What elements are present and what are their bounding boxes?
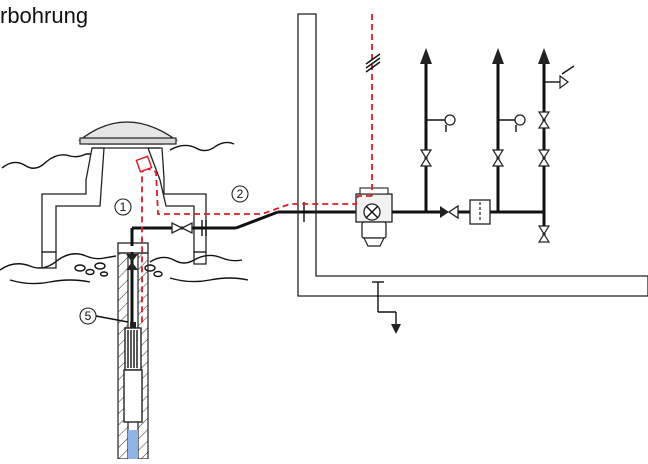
branch-line-1 — [419, 48, 456, 212]
power-cable — [135, 14, 373, 326]
building-wall — [297, 13, 648, 297]
pressure-switch-icon — [355, 187, 393, 247]
label-2: 2 — [231, 185, 249, 203]
cable-entry-mark — [365, 53, 381, 73]
stones — [74, 262, 163, 278]
supply-pipe — [235, 202, 360, 230]
drain-icon — [372, 281, 401, 334]
diagram-title: rbohrung — [0, 3, 89, 28]
filter-icon — [469, 199, 491, 225]
svg-text:5: 5 — [85, 309, 92, 323]
well-shaft-structure — [41, 143, 207, 269]
branch-line-2 — [491, 48, 526, 212]
branch-line-3 — [537, 48, 575, 243]
pressure-gauge-icon — [514, 114, 526, 126]
svg-text:1: 1 — [120, 200, 127, 214]
groundwater — [128, 430, 138, 459]
pressure-gauge-icon — [444, 114, 456, 126]
label-5: 5 — [79, 307, 129, 325]
svg-text:2: 2 — [237, 187, 244, 201]
check-valve-icon — [440, 204, 459, 220]
gate-valve-icon — [171, 220, 207, 236]
submersible-pump-icon — [123, 322, 143, 423]
well-cap-icon — [78, 121, 179, 145]
ground-surface — [0, 141, 249, 285]
label-1: 1 — [114, 198, 132, 216]
safety-valve-icon — [559, 74, 569, 90]
